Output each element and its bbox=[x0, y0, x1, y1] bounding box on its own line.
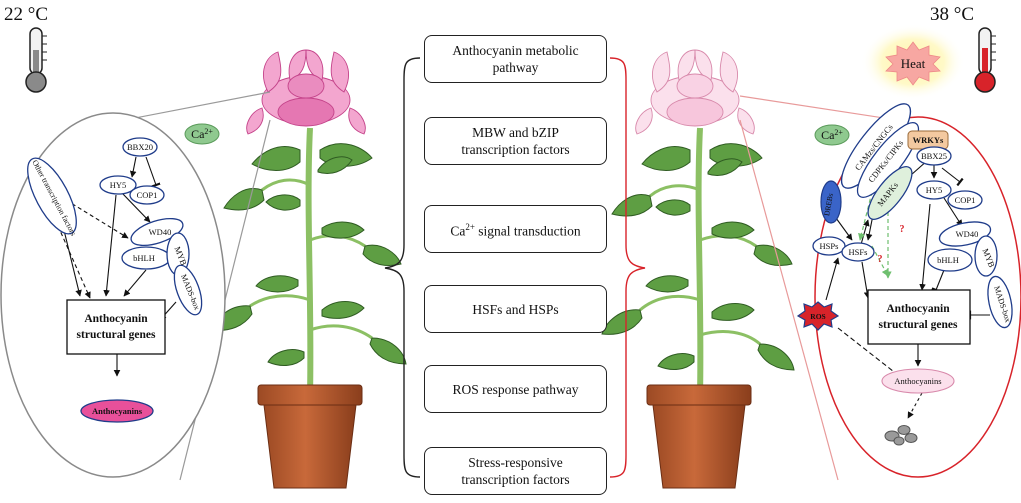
left-hy5-label: HY5 bbox=[110, 180, 127, 190]
heat-burst-icon bbox=[861, 24, 965, 100]
heat-label: Heat bbox=[901, 56, 926, 71]
pot-right bbox=[646, 384, 752, 489]
right-ros-label: ROS bbox=[810, 312, 825, 321]
pigment-granules-icon bbox=[884, 425, 918, 446]
right-bhlh-label: bHLH bbox=[937, 255, 959, 265]
left-bhlh-label: bHLH bbox=[133, 253, 155, 263]
right-panel bbox=[739, 95, 1021, 481]
left-cop1-label: COP1 bbox=[137, 190, 158, 200]
right-wrkys-label: WRKYs bbox=[913, 135, 944, 145]
left-wd40-label: WD40 bbox=[149, 227, 172, 237]
pathway-box-ca-signal: Ca2+ signal transduction bbox=[424, 205, 607, 253]
right-bbx25-label: BBX25 bbox=[921, 151, 947, 161]
left-bbx20-label: BBX20 bbox=[127, 142, 153, 152]
question-mark-2: ? bbox=[878, 254, 883, 265]
thermometer-right-icon bbox=[974, 27, 996, 93]
right-anthocyanins-label: Anthocyanins bbox=[894, 376, 941, 386]
right-hsfs-label: HSFs bbox=[849, 247, 868, 257]
thermometer-left-icon bbox=[25, 27, 47, 93]
right-ca-label: Ca2+ bbox=[821, 128, 843, 142]
right-drebs-label: DREBs bbox=[822, 192, 835, 216]
right-cop1-label: COP1 bbox=[955, 195, 976, 205]
right-structural-line1: Anthocyanin bbox=[886, 303, 950, 315]
left-ca-label: Ca2+ bbox=[191, 127, 213, 141]
left-panel bbox=[0, 91, 271, 481]
question-mark-1: ? bbox=[900, 224, 905, 235]
left-structural-line2: structural genes bbox=[77, 329, 156, 341]
right-hy5-label: HY5 bbox=[926, 185, 943, 195]
brace-right bbox=[609, 57, 646, 478]
pathway-box-hsfs-hsps: HSFs and HSPs bbox=[424, 285, 607, 333]
ros-burst-icon bbox=[796, 301, 840, 331]
temperature-right: 38 °C bbox=[930, 4, 975, 25]
right-structural-line2: structural genes bbox=[879, 319, 958, 331]
left-anthocyanins-label: Anthocyanins bbox=[92, 406, 143, 416]
plant-right bbox=[601, 49, 795, 396]
pathway-box-ros-response: ROS response pathway bbox=[424, 365, 607, 413]
temperature-left: 22 °C bbox=[4, 4, 49, 25]
right-wd40-label: WD40 bbox=[956, 229, 979, 239]
plant-left bbox=[211, 49, 407, 396]
brace-left bbox=[384, 57, 421, 478]
right-hsps-label: HSPs bbox=[820, 241, 839, 251]
pot-left bbox=[257, 384, 363, 489]
left-structural-line1: Anthocyanin bbox=[84, 313, 148, 325]
